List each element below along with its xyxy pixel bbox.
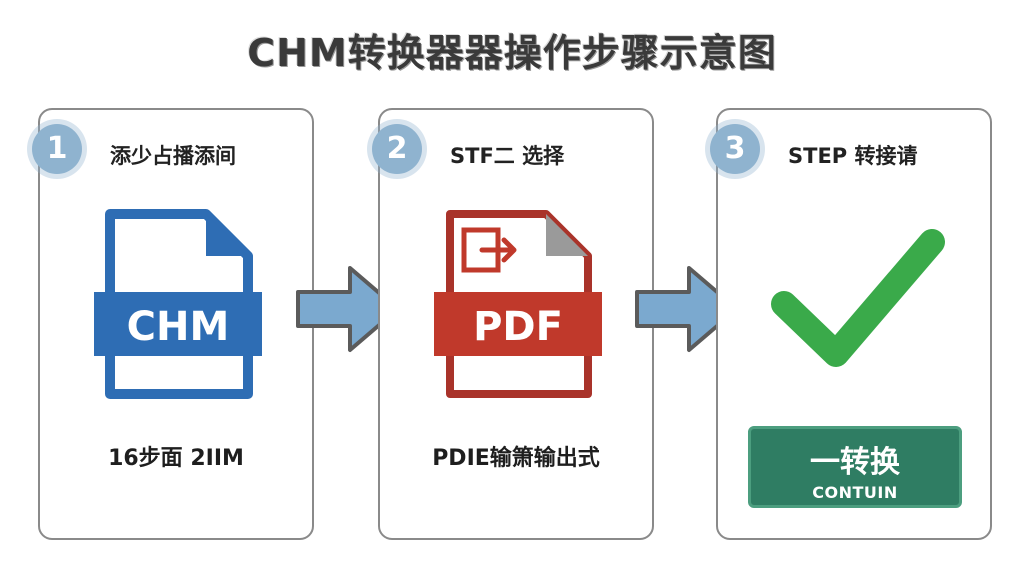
step-1-header: 添少占播添间	[110, 144, 236, 168]
step-3-header: STEP 转接请	[788, 144, 918, 168]
convert-button[interactable]: 一转换 CONTUIN	[748, 426, 962, 508]
step-1-caption: 16步面 2IIM	[108, 446, 244, 471]
right-arrow-icon	[633, 262, 741, 356]
step-3-panel: 3 STEP 转接请 一转换 CONTUIN	[710, 108, 992, 540]
step-3-number-badge: 3	[710, 124, 760, 174]
convert-button-sublabel: CONTUIN	[812, 483, 898, 502]
right-arrow-icon	[294, 262, 402, 356]
step-2-caption: PDIE输箫输出式	[432, 446, 600, 471]
chm-file-label: CHM	[127, 304, 230, 350]
step-1-number-badge: 1	[32, 124, 82, 174]
step-2-number-badge: 2	[372, 124, 422, 174]
convert-button-label: 一转换	[810, 445, 900, 480]
step-2-panel: 2 STF二 选择 PDF PDIE输箫输出式	[372, 108, 654, 540]
checkmark-icon	[766, 208, 946, 404]
step-2-header: STF二 选择	[450, 144, 565, 168]
export-icon	[461, 227, 517, 273]
pdf-file-icon: PDF	[428, 208, 608, 404]
chm-file-icon: CHM	[88, 208, 268, 404]
step-1-panel: 1 添少占播添间 CHM 16步面 2IIM	[32, 108, 314, 540]
pdf-file-label: PDF	[473, 304, 563, 350]
page-title: CHM转换器器操作步骤示意图	[247, 31, 777, 75]
